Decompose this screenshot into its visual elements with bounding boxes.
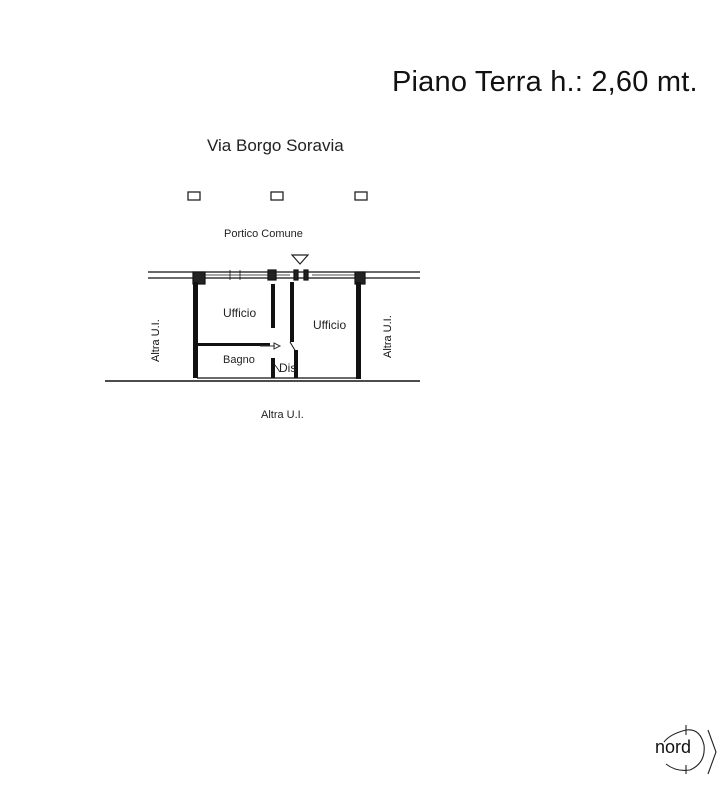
floor-title: Piano Terra h.: 2,60 mt. [392,66,698,98]
door-arrow-icon [260,342,282,350]
room-label-dis: Dis [279,361,297,375]
pillar-1 [187,191,201,201]
street-label: Via Borgo Soravia [207,136,344,155]
room-label-ufficio-left: Ufficio [223,306,257,320]
pillar-3 [354,191,368,201]
room-label-bagno: Bagno [223,354,255,366]
compass-label: nord [655,737,692,757]
room-label-ufficio-right: Ufficio [313,318,347,332]
portico-pillars [187,191,368,201]
compass-symbol-icon [663,725,717,775]
portico-label: Portico Comune [224,228,303,240]
facade-wall [148,269,420,285]
interior-walls [198,282,298,378]
exterior-walls [105,282,420,382]
pillar-2 [270,191,284,201]
neighbor-label-left: Altra U.I. [150,319,162,362]
entrance-arrow-icon [290,254,310,265]
neighbor-label-right: Altra U.I. [382,315,394,358]
neighbor-label-bottom: Altra U.I. [261,409,304,421]
